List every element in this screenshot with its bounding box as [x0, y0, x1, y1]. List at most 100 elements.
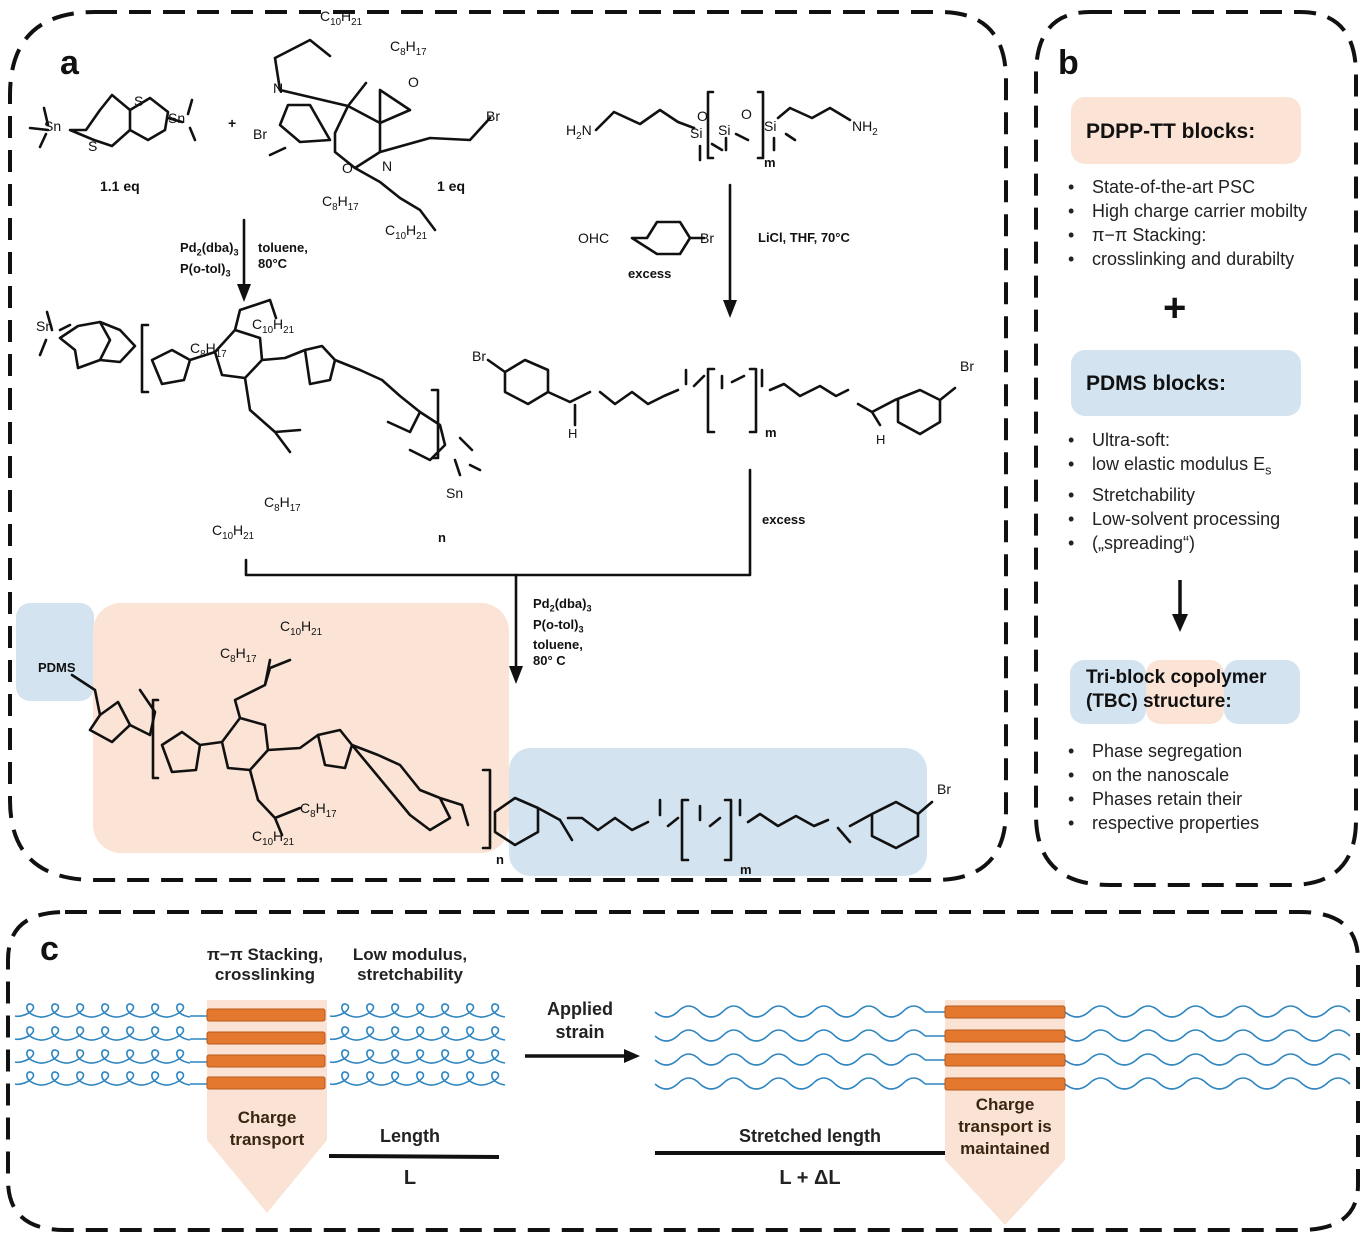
intermediate-chain-c8-bottom: C8H17	[264, 494, 301, 514]
join-bracket	[244, 468, 752, 577]
stretched-chain-left	[654, 1077, 926, 1090]
reactant1-s-bottom: S	[88, 138, 98, 154]
reactant1-equivalents: 1.1 eq	[100, 178, 140, 194]
product-chain-c8-top: C8H17	[220, 645, 257, 665]
stretched-chain-left	[654, 1029, 926, 1042]
pdms-diamine-right-end: NH2	[852, 118, 878, 138]
tbc-bullet-list: Phase segregation on the nanoscale Phase…	[1062, 739, 1259, 835]
product-chain-c8-bottom: C8H17	[300, 800, 337, 820]
modulus-label: Low modulus,stretchability	[352, 945, 468, 984]
tbc-block-left	[1070, 660, 1146, 724]
panel-a-label: a	[60, 44, 79, 82]
step2-reagent-ohc: OHC	[578, 230, 610, 246]
pdms-diamine-o2: O	[741, 106, 752, 122]
product-pdms-right-block	[509, 748, 927, 876]
stacking-rod-right	[944, 1077, 1066, 1091]
reactant1-s-top: S	[134, 93, 144, 109]
tbc-bullet-continuation: on the nanoscale	[1062, 763, 1259, 787]
pdpp-header-box	[1071, 97, 1301, 164]
tbc-block-right	[1224, 660, 1300, 724]
intermediate-sn-left: Sn	[36, 318, 54, 334]
pdms-bullet-continuation: low elastic modulus Es	[1062, 452, 1280, 483]
reactant1-right-sn: Sn	[168, 110, 186, 126]
panel-b-border	[1034, 10, 1358, 887]
stacking-rod-right	[944, 1029, 1066, 1043]
intermediate-sn-right: Sn	[446, 485, 464, 501]
tbc-block-middle	[1146, 660, 1224, 724]
intermediate-pdms-br-left: Br	[472, 348, 486, 364]
stacking-rod-left	[206, 1054, 326, 1068]
panel-c-border	[6, 910, 1360, 1232]
product-pdpp-block	[93, 603, 509, 853]
pdms-diamine-si1: Si	[690, 125, 703, 141]
intermediate-pdms	[486, 358, 957, 436]
stretched-chain-right	[1064, 1077, 1351, 1090]
stretched-chain-right	[1064, 1029, 1351, 1042]
charge-transport-arrow-left	[207, 1000, 327, 1213]
reactant2-n-bottom: N	[382, 158, 393, 174]
tbc-bullet: Phase segregation	[1062, 739, 1259, 763]
stacking-rod-left	[206, 1008, 326, 1022]
stacking-rod-left	[206, 1076, 326, 1090]
coiled-chain-left	[14, 1026, 191, 1041]
reactant-pdms-diamine	[594, 90, 852, 318]
pdms-bullet: Low-solvent processing	[1062, 507, 1280, 531]
intermediate-chain-c10-top: C10H21	[252, 316, 295, 336]
coiled-chain-left	[14, 1003, 191, 1018]
pdms-bullet: Ultra-soft:	[1062, 428, 1280, 452]
pdms-bullet-list: Ultra-soft: low elastic modulus Es Stret…	[1062, 428, 1280, 555]
reactant2-chain-c8-top: C8H17	[390, 38, 427, 58]
reactant2-equivalents: 1 eq	[437, 178, 466, 194]
pdms-header-box	[1071, 350, 1301, 416]
join-note: excess	[762, 512, 806, 527]
pdms-diamine-repeat: m	[764, 155, 776, 170]
panel-b-label: b	[1058, 44, 1079, 82]
coiled-chain-right	[329, 1026, 506, 1041]
coiled-chain-left	[14, 1049, 191, 1064]
stacking-rod-right	[944, 1053, 1066, 1067]
reactant2-chain-c8-bottom: C8H17	[322, 193, 359, 213]
product-repeat-n: n	[496, 852, 504, 867]
pdpp-header: PDPP-TT blocks:	[1086, 120, 1256, 143]
intermediate-polymer	[38, 298, 482, 477]
coiled-chain-right	[329, 1071, 506, 1086]
coiled-chain-left	[14, 1071, 191, 1086]
tbc-header: Tri-block copolymer(TBC) structure:	[1086, 667, 1267, 712]
reactant2-br-right: Br	[486, 108, 500, 124]
reactant2-o-top: O	[408, 74, 419, 90]
length-symbol: L	[403, 1167, 417, 1189]
product-pdms-left-label: PDMS	[38, 660, 76, 675]
product-repeat-m: m	[740, 862, 752, 877]
pdpp-bullet: High charge carrier mobilty	[1062, 199, 1307, 223]
reactant2-br-left: Br	[253, 126, 267, 142]
stacking-rod-right	[944, 1005, 1066, 1019]
pdms-bullet-continuation: („spreading“)	[1062, 531, 1280, 555]
intermediate-pdms-h-left: H	[568, 426, 578, 441]
intermediate-repeat-n: n	[438, 530, 446, 545]
pdms-diamine-si2: Si	[718, 122, 731, 138]
intermediate-chain-c10-bottom: C10H21	[212, 522, 255, 542]
pdms-diamine-left-end: H2N	[566, 122, 592, 142]
length-bar	[328, 1154, 500, 1159]
reactant2-chain-c10-bottom: C10H21	[385, 222, 428, 242]
panel-c-label: c	[40, 930, 59, 968]
intermediate-pdms-repeat: m	[765, 425, 777, 440]
reactant2-o-bottom: O	[342, 160, 353, 176]
stretched-chain-right	[1064, 1053, 1351, 1066]
reactant2-chain-c10-top: C10H21	[320, 8, 363, 28]
reactant-thienothiophene	[28, 93, 197, 149]
pdms-diamine-si3: Si	[764, 118, 777, 134]
tbc-bullet: Phases retain their	[1062, 787, 1259, 811]
step2-reagent-br: Br	[700, 230, 714, 246]
stacking-label: π−π Stacking,crosslinking	[206, 945, 324, 984]
tbc-bullet-continuation: respective properties	[1062, 811, 1259, 835]
stacking-rod-left	[206, 1031, 326, 1045]
stretched-length-symbol: L + ΔL	[779, 1167, 841, 1189]
